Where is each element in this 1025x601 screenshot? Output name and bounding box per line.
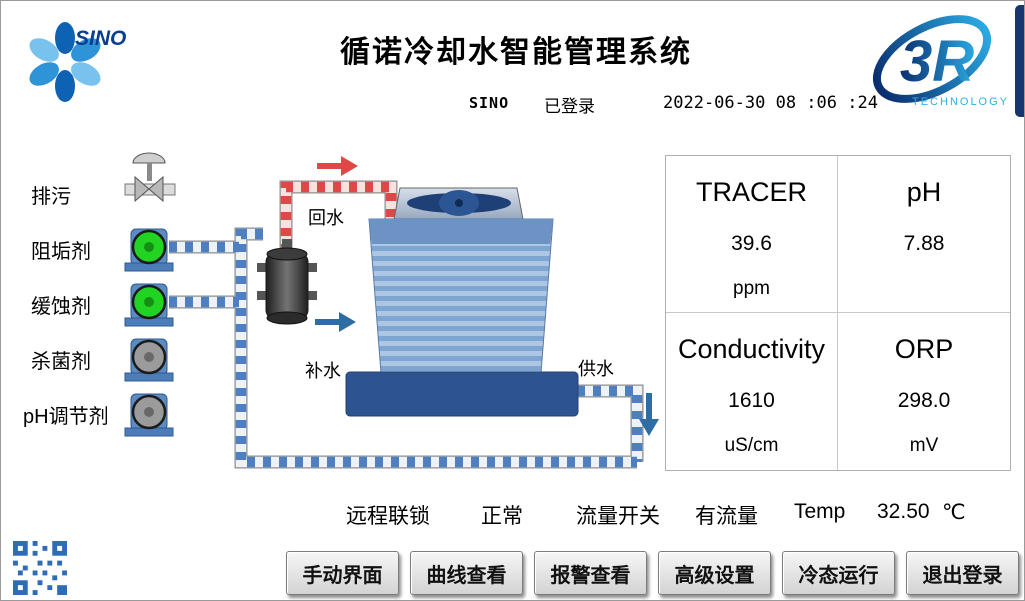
interlock-value: 正常 [481,505,523,528]
pump-indicator [131,339,167,375]
brand-accent-bar [1015,5,1024,117]
heat-exchanger [257,239,317,325]
pump-icon-1 [124,228,174,272]
reading-conductivity: Conductivity 1610 uS/cm [666,313,838,470]
chemical-label-2: 缓蚀剂 [31,296,91,318]
chemical-label-4: pH调节剂 [23,406,109,428]
reading-unit: mV [909,435,939,457]
reading-ph: pH 7.88 [838,156,1010,313]
pipe-label-supply: 供水 [578,359,614,379]
pipe-label-return: 回水 [308,208,344,228]
tower-body [368,218,554,374]
supply-flow-arrow-icon [639,393,659,436]
reading-tracer: TRACER 39.6 ppm [666,156,838,313]
pump-icon-4 [124,393,174,437]
reading-orp: ORP 298.0 mV [838,313,1010,470]
reading-unit: ppm [733,278,770,300]
manual-screen-button[interactable]: 手动界面 [286,551,399,595]
sino-logo-text: SINO [75,27,126,50]
pump-icon-3 [124,338,174,382]
reading-value: 1610 [728,389,775,413]
reading-name: Conductivity [677,334,826,364]
logout-button[interactable]: 退出登录 [906,551,1019,595]
datetime: 2022-06-30 08 :06 :24 [663,93,878,113]
session-user: SINO [469,94,510,112]
reading-value: 39.6 [731,232,772,256]
button-row: 手动界面 曲线查看 报警查看 高级设置 冷态运行 退出登录 [286,551,1019,595]
tower-basin [345,371,579,417]
pump-icon-2 [124,283,174,327]
readings-panel: TRACER 39.6 ppm pH 7.88 Conductivity 161… [665,155,1011,471]
pump-indicator [131,284,167,320]
sino-logo: SINO [17,7,137,102]
alarm-view-button[interactable]: 报警查看 [534,551,647,595]
curve-view-button[interactable]: 曲线查看 [410,551,523,595]
valve-label: 排污 [31,186,71,208]
cooling-water-pipes [169,227,644,469]
swoosh-ellipse-icon [872,15,992,103]
page-title: 循诺冷却水智能管理系统 [340,36,692,69]
return-flow-arrow-icon [317,156,358,176]
flow-switch-value: 有流量 [695,505,758,528]
reading-name: TRACER [695,177,807,207]
temp-unit: ℃ [942,501,966,524]
pump-indicator [131,394,167,430]
qr-code-icon [13,541,67,595]
makeup-flow-arrow-icon [315,312,356,332]
temp-label: Temp [794,500,846,523]
pipe-label-makeup: 补水 [305,361,341,381]
cold-run-button[interactable]: 冷态运行 [782,551,895,595]
reading-unit [838,278,1010,298]
reading-unit: uS/cm [724,435,779,457]
chemical-label-1: 阻垢剂 [31,241,91,263]
flow-switch-label: 流量开关 [576,505,660,528]
brand-subtext: TECHNOLOGY [912,96,1009,108]
brand-text: 3R [900,29,974,94]
chemical-label-3: 杀菌剂 [31,351,91,373]
reading-name: ORP [894,334,954,364]
advanced-settings-button[interactable]: 高级设置 [658,551,771,595]
blowdown-valve-icon [124,152,176,203]
temp-value: 32.50 [877,500,930,523]
pump-indicator [131,229,167,265]
3r-technology-logo: 3R TECHNOLOGY [862,3,1012,121]
reading-value: 298.0 [897,389,951,413]
login-status: 已登录 [544,97,595,116]
reading-name: pH [906,177,942,207]
cooling-tower [345,187,579,417]
tower-fan-housing [393,187,524,220]
interlock-label: 远程联锁 [346,505,430,528]
reading-value: 7.88 [903,232,945,256]
tower-fan-icon [407,193,511,213]
